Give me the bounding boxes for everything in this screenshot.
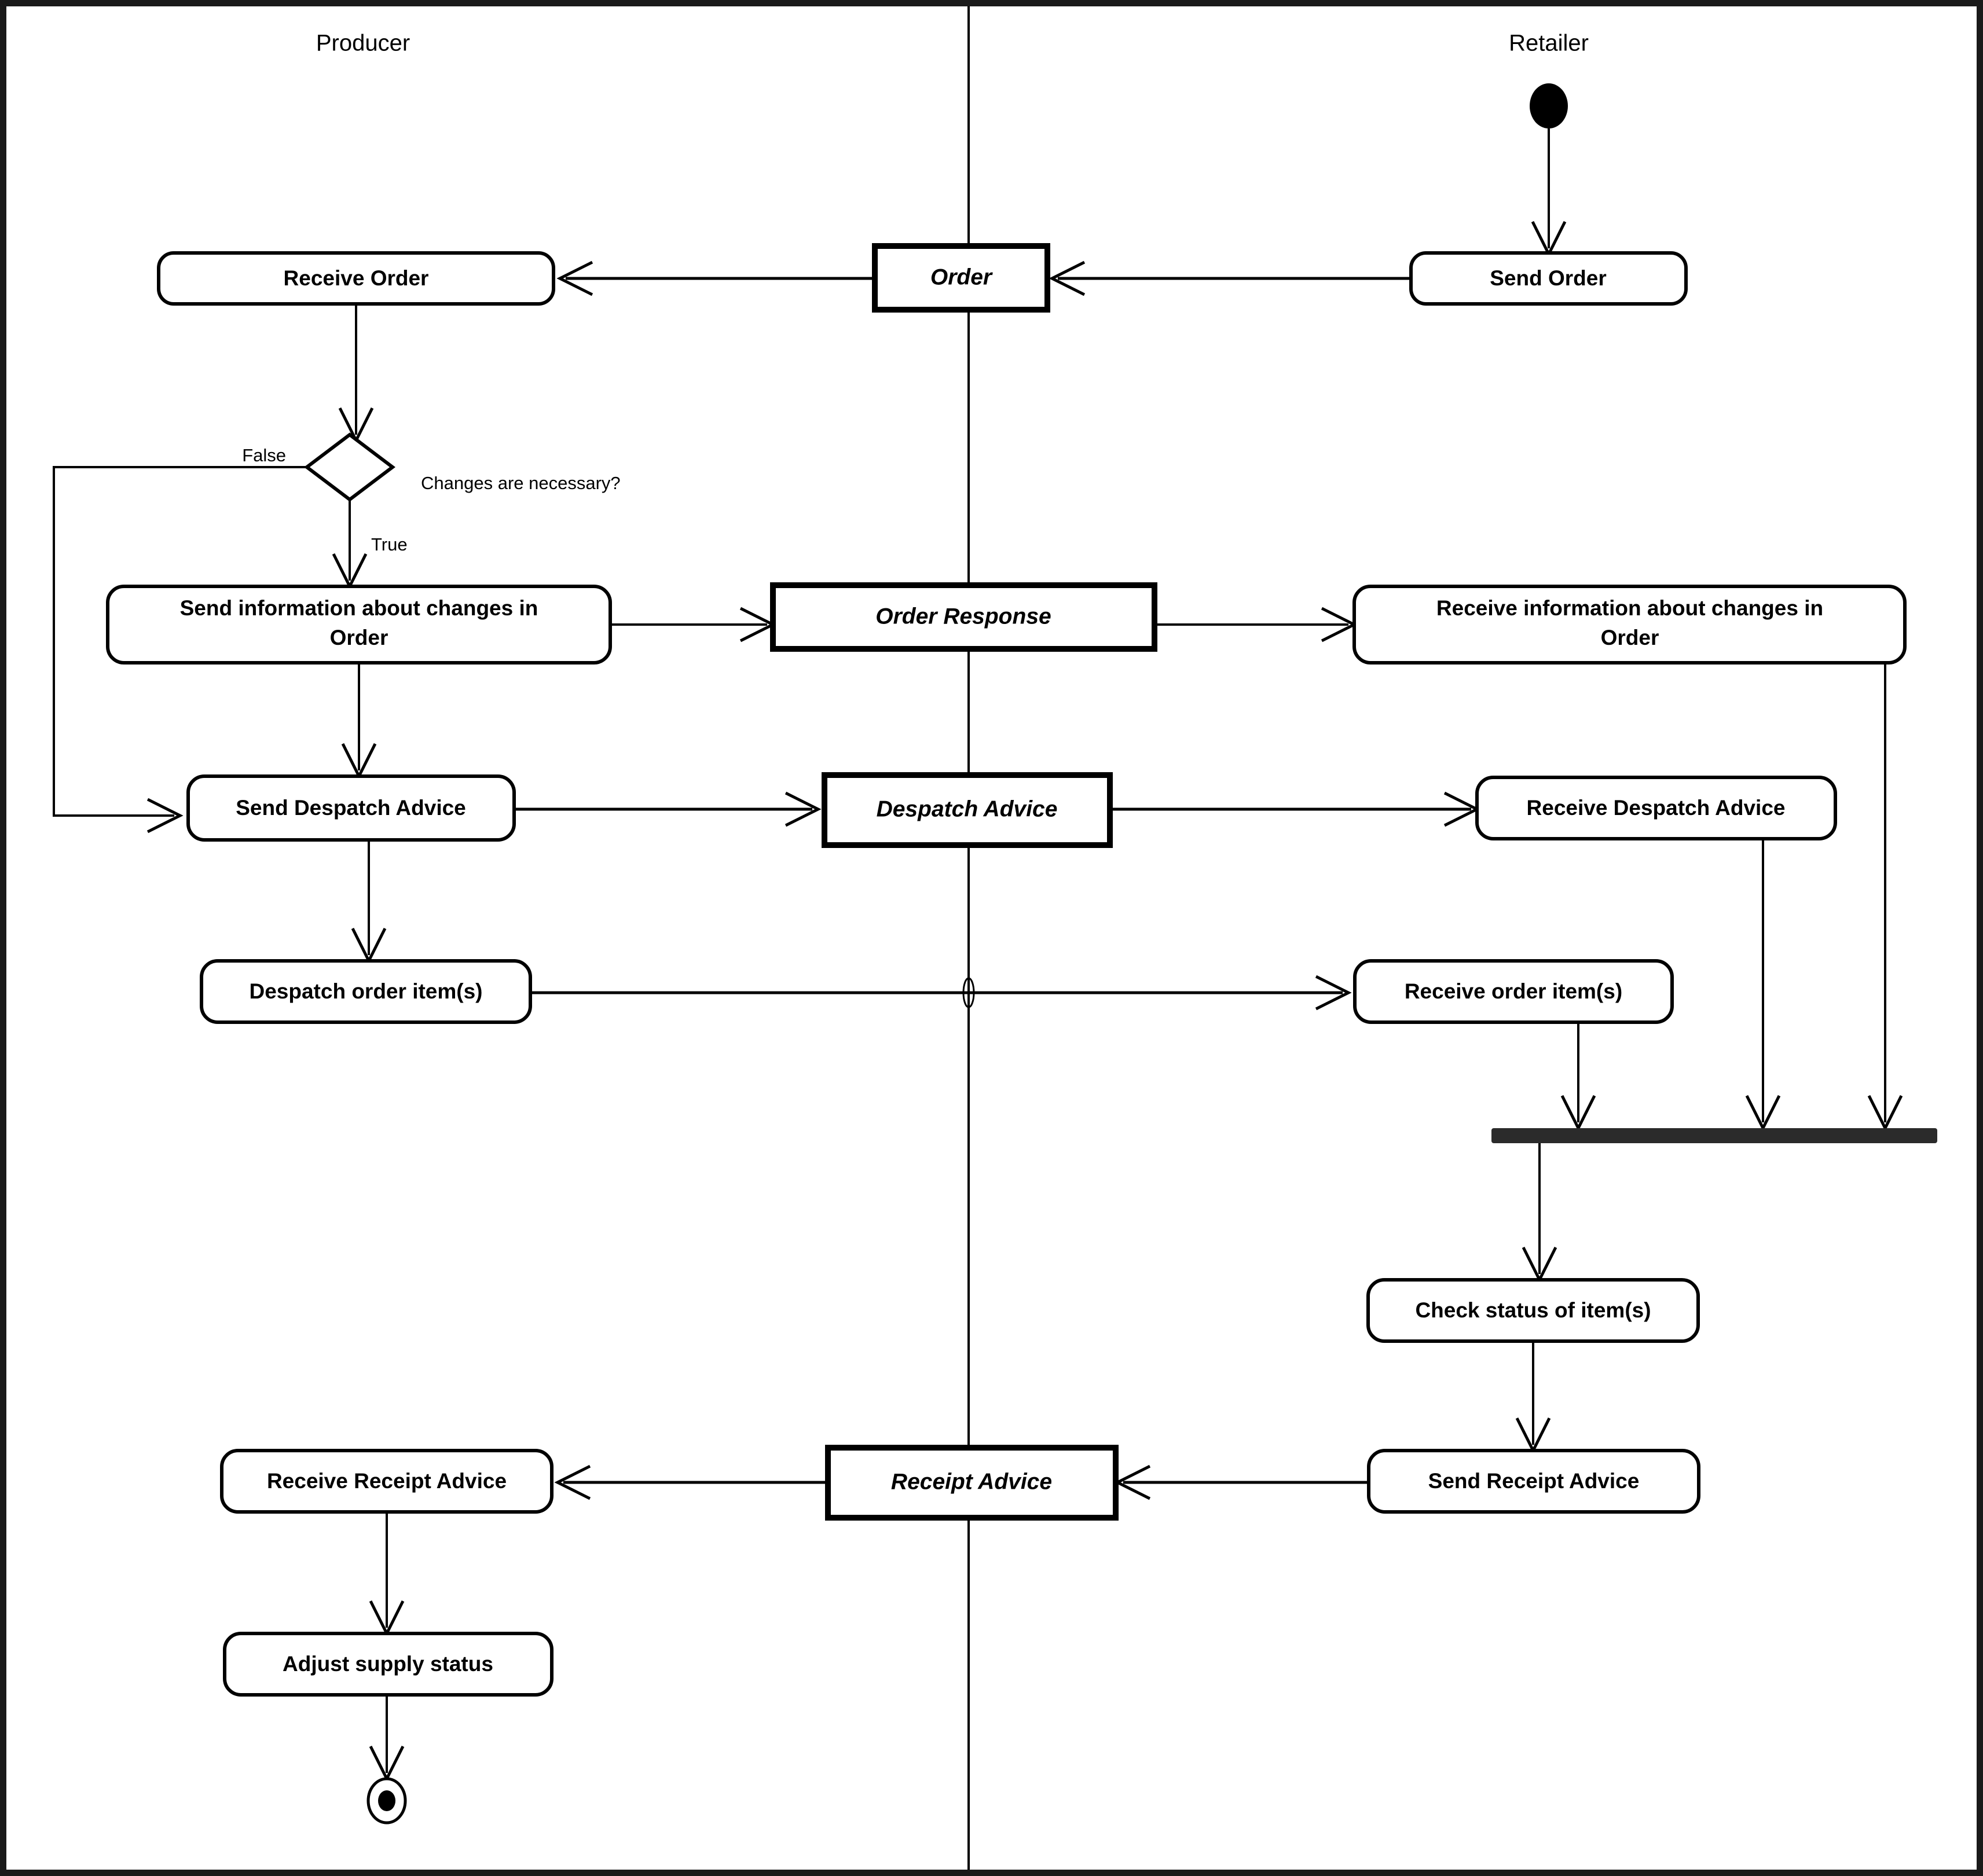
action-receive-information-line1: Receive information about changes in — [1436, 596, 1823, 620]
guard-label-false: False — [242, 445, 286, 465]
diagram-page: Producer Retailer Send Order Order Recei… — [6, 6, 1977, 1870]
arrowhead-order-object-to-receive-order — [556, 260, 593, 296]
flow-false-branch-to-send-despatch-advice — [53, 466, 307, 817]
object-node-order-response-label: Order Response — [875, 604, 1051, 629]
arrowhead-send-despatch-to-object — [785, 791, 822, 827]
decision-question-label: Changes are necessary? — [421, 473, 621, 493]
action-receive-order-items[interactable] — [1353, 959, 1674, 1024]
join-bar — [1491, 1128, 1937, 1143]
action-send-information-line2: Order — [330, 626, 388, 649]
object-node-order-response[interactable] — [770, 582, 1157, 652]
arrowhead-despatch-items-to-receive-items — [1315, 975, 1352, 1011]
action-receive-order-label: Receive Order — [284, 266, 429, 290]
action-send-receipt-advice-label: Send Receipt Advice — [1428, 1469, 1640, 1493]
swimlane-label-retailer: Retailer — [1509, 31, 1589, 56]
arrowhead-send-order-to-order-object — [1049, 260, 1086, 296]
action-receive-information-line2: Order — [1601, 626, 1659, 649]
object-node-despatch-advice[interactable] — [822, 772, 1113, 848]
action-adjust-supply-status-label: Adjust supply status — [283, 1652, 493, 1676]
action-despatch-order-items-label: Despatch order item(s) — [250, 979, 483, 1003]
action-receive-order-items-label: Receive order item(s) — [1405, 979, 1622, 1003]
action-receive-despatch-advice[interactable] — [1475, 776, 1837, 840]
action-check-status-label: Check status of item(s) — [1415, 1298, 1651, 1322]
object-node-receipt-advice-label: Receipt Advice — [891, 1469, 1052, 1494]
action-send-despatch-advice-label: Send Despatch Advice — [236, 796, 466, 820]
object-node-receipt-advice[interactable] — [825, 1445, 1119, 1521]
activity-diagram-svg: Producer Retailer Send Order Order Recei… — [53, 6, 1937, 1870]
action-send-order-label: Send Order — [1490, 266, 1607, 290]
initial-node — [1530, 83, 1568, 129]
action-receive-receipt-advice-label: Receive Receipt Advice — [267, 1469, 507, 1493]
final-node-inner-dot — [378, 1790, 395, 1811]
arrowhead-false-branch — [146, 798, 184, 834]
lane-crossing-marker-icon — [962, 977, 975, 1008]
action-adjust-supply-status[interactable] — [223, 1632, 554, 1697]
decision-changes-necessary[interactable] — [304, 432, 395, 502]
object-node-order-label: Order — [930, 265, 993, 289]
guard-label-true: True — [371, 534, 408, 555]
object-node-despatch-advice-label: Despatch Advice — [877, 796, 1058, 821]
swimlane-label-producer: Producer — [316, 31, 410, 56]
action-send-information-line1: Send information about changes in — [180, 596, 538, 620]
arrowhead-receipt-object-to-receive-receipt — [554, 1464, 591, 1500]
action-receive-despatch-advice-label: Receive Despatch Advice — [1527, 796, 1786, 820]
action-receive-information-about-changes[interactable] — [1352, 585, 1907, 665]
